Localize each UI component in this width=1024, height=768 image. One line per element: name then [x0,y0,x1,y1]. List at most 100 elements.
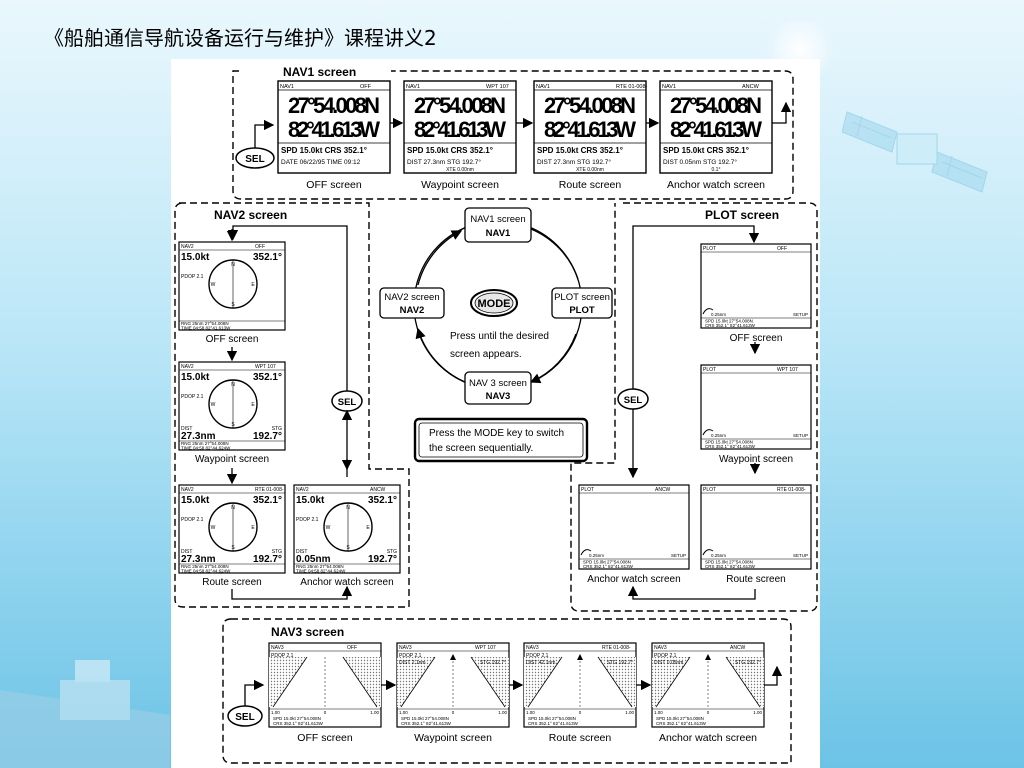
note-line1: Press the MODE key to switch [429,428,564,439]
scale-left: 1.00 [271,710,280,715]
mode-note-box: Press the MODE key to switch the screen … [413,417,589,463]
screen-header-right: OFF [255,244,265,250]
time-line: TIME 04:58 82°44.624W [181,446,231,451]
nav2-sel-button[interactable]: SEL [331,390,363,412]
mode-nav3-box: NAV 3 screen NAV3 [464,371,532,405]
sel-label: SEL [624,395,643,406]
scale-mid: 0 [452,710,455,715]
screen-header-right: OFF [777,246,787,252]
mode-cycle: NAV1 screen NAV1 NAV2 screen NAV2 PLOT s… [379,207,613,463]
mode-nav1-box: NAV1 screen NAV1 [464,207,532,243]
course-readout: 352.1° [253,252,282,263]
plot-line1: SPD 15.0kt 27°54.008N [705,319,753,324]
setup-label: SETUP [671,553,686,558]
scale-mid: 0 [707,710,710,715]
longitude-readout: 82°41.613W [288,117,380,142]
pdop-readout: PDOP 2.1 [654,653,677,659]
scale-readout: 0.25nm [589,553,604,558]
pdop-readout: PDOP 2.1 [399,653,422,659]
distance-readout: DIST 0.05nm [654,660,683,666]
svg-text:DIST: DIST [181,549,192,555]
nav3-line2: CRS 352.1° 82°41.613W [273,721,324,726]
svg-text:STG: STG [272,549,282,555]
info-line: DATE 06/22/95 TIME 09:12 [281,159,361,166]
screen-header-left: PLOT [703,487,716,493]
scale-readout: 0.25nm [711,553,726,558]
steering-readout: 192.7° [253,431,282,442]
scale-mid: 0 [579,710,582,715]
plot-line1: SPD 15.0kt 27°54.008N [705,440,753,445]
xte-line: XTE 0.00nm [446,167,474,173]
svg-text:N: N [346,505,350,511]
scale-right: 1.00 [753,710,762,715]
nav3-line1: SPD 15.0kt 27°54.008N [273,716,321,721]
pdop-readout: PDOP 2.1 [181,394,204,400]
svg-text:STG: STG [387,549,397,555]
mode-nav3-label: NAV 3 screen [469,378,527,389]
speed-readout: 15.0kt [296,495,325,506]
mode-key-button[interactable]: MODE [470,289,518,317]
nav3-line1: SPD 15.0kt 27°54.008N [656,716,704,721]
screen-caption: Route screen [549,732,612,744]
pdop-readout: PDOP 2.1 [181,517,204,523]
mode-nav3-code: NAV3 [486,391,511,402]
screen-header-left: NAV3 [654,645,667,651]
nav1-heading: NAV1 screen [283,65,356,79]
screen-caption: Anchor watch screen [659,732,757,744]
screen-caption: Route screen [726,574,785,585]
nav1-sel-button[interactable]: SEL [235,147,275,169]
steering-readout: STG 192.7° [735,660,761,666]
speed-course-line: SPD 15.0kt CRS 352.1° [281,146,367,155]
scale-left: 1.00 [654,710,663,715]
xte-line: XTE 0.00nm [576,167,604,173]
screen-header-right: RTE 01-008- [255,487,284,493]
svg-text:W: W [211,402,216,408]
svg-text:S: S [231,545,235,551]
pdop-readout: PDOP 2.1 [271,653,294,659]
scale-left: 1.00 [526,710,535,715]
screen-header-left: NAV3 [526,645,539,651]
nav3-sel-button[interactable]: SEL [227,705,263,727]
svg-text:W: W [211,282,216,288]
speed-course-line: SPD 15.0kt CRS 352.1° [407,146,493,155]
svg-text:W: W [326,525,331,531]
screen-header-right: ANCW [730,645,746,651]
svg-text:N: N [231,262,235,268]
speed-course-line: SPD 15.0kt CRS 352.1° [663,146,749,155]
mode-nav1-label: NAV1 screen [470,214,525,225]
page-title: 《船舶通信导航设备运行与维护》课程讲义2 [44,26,437,50]
scale-right: 1.00 [370,710,379,715]
range-line: RNG 25nm 27°54.008N [181,321,229,326]
mode-plot-code: PLOT [569,305,595,316]
svg-text:DIST: DIST [181,426,192,432]
screen-caption: Route screen [559,179,622,191]
svg-text:E: E [251,282,255,288]
svg-text:E: E [366,525,370,531]
plot-line2: CRS 352.1° 82°41.613W [705,323,756,328]
nav2-heading: NAV2 screen [214,208,287,222]
distance-readout: DIST 2.1nm [399,660,426,666]
nav3-line2: CRS 352.1° 82°41.613W [401,721,452,726]
plot-sel-button[interactable]: SEL [617,388,649,410]
sel-label: SEL [235,712,254,723]
screen-header-right: OFF [347,645,357,651]
svg-text:S: S [231,422,235,428]
speed-readout: 15.0kt [181,372,210,383]
scale-right: 1.00 [625,710,634,715]
time-line: TIME 04:58 82°44.624W [181,569,231,574]
distance-readout: DIST 42.1nm [526,660,555,666]
latitude-readout: 27°54.008N [414,93,506,118]
screen-header-right: WPT 107 [777,367,798,373]
info-line: DIST 27.3nm STG 192.7° [407,158,481,166]
screen-caption: Anchor watch screen [300,577,393,588]
